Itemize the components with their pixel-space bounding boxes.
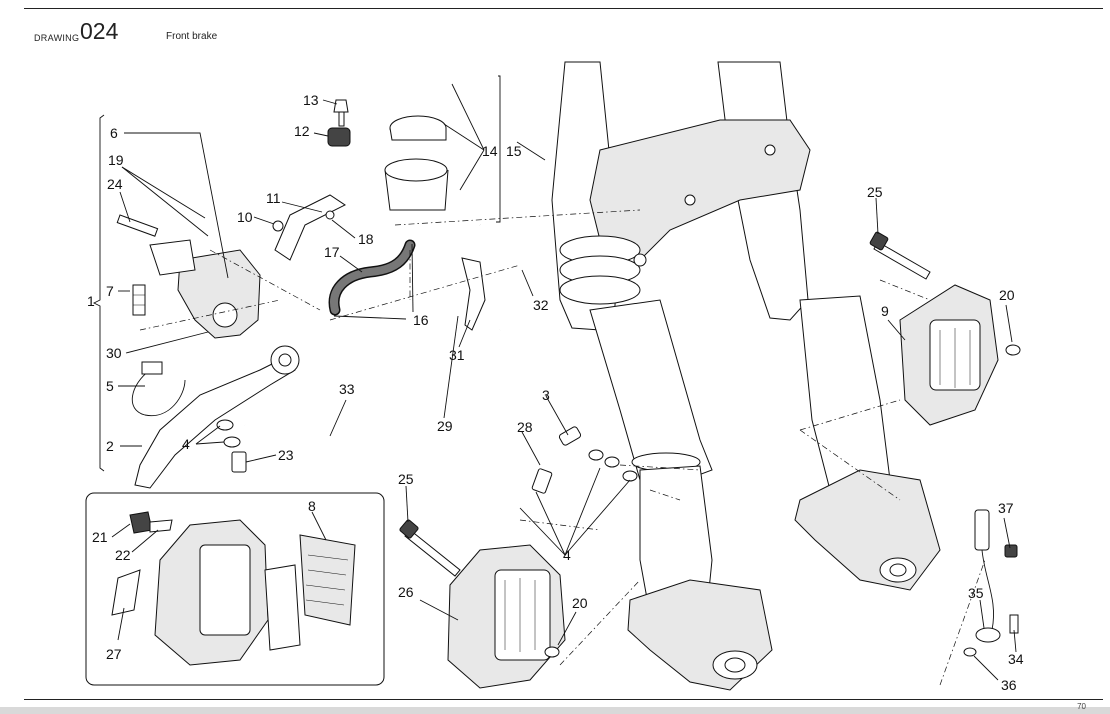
leader-lines <box>111 75 1017 681</box>
callout-24: 24 <box>107 176 123 192</box>
master-cylinder <box>149 239 261 339</box>
caliper-9 <box>899 284 999 426</box>
callout-12: 12 <box>294 123 310 139</box>
callout-5: 5 <box>106 378 114 394</box>
callout-23: 23 <box>278 447 294 463</box>
drawing-label: DRAWING <box>34 33 80 43</box>
switch-5 <box>131 361 186 417</box>
screw-23 <box>231 451 247 473</box>
callout-29: 29 <box>437 418 453 434</box>
callout-20-right: 20 <box>999 287 1015 303</box>
callout-10: 10 <box>237 209 253 225</box>
drawing-title: Front brake <box>166 31 218 42</box>
callout-31: 31 <box>449 347 465 363</box>
callout-6: 6 <box>110 125 118 141</box>
callout-17: 17 <box>324 244 340 260</box>
callout-34: 34 <box>1008 651 1024 667</box>
callout-14: 14 <box>482 143 498 159</box>
callout-4-right: 4 <box>563 547 571 563</box>
callout-16: 16 <box>413 312 429 328</box>
callout-25-right: 25 <box>867 184 883 200</box>
washers-4-left <box>216 419 241 448</box>
callouts: 1 2 3 4 4 5 6 7 8 9 10 11 12 13 14 15 16… <box>87 92 1024 693</box>
callout-30: 30 <box>106 345 122 361</box>
callout-18: 18 <box>358 231 374 247</box>
bolt-25-left <box>399 519 461 577</box>
callout-13: 13 <box>303 92 319 108</box>
assembly-lines <box>139 209 986 686</box>
cap-12-13 <box>327 99 351 147</box>
callout-8: 8 <box>308 498 316 514</box>
inset-caliper-detail <box>85 492 385 686</box>
brake-hose-29 <box>449 224 518 546</box>
drawing-number: 024 <box>80 18 119 44</box>
callout-9: 9 <box>881 303 889 319</box>
callout-27: 27 <box>106 646 122 662</box>
reservoir <box>384 115 449 211</box>
footer-band <box>0 707 1110 714</box>
reservoir-hose-17 <box>328 239 416 316</box>
callout-3: 3 <box>542 387 550 403</box>
bolt-24 <box>116 214 159 237</box>
callout-35: 35 <box>968 585 984 601</box>
callout-32: 32 <box>533 297 549 313</box>
caliper-26 <box>447 544 566 689</box>
callout-26: 26 <box>398 584 414 600</box>
callout-19: 19 <box>108 152 124 168</box>
sensor-35-37 <box>963 509 1019 657</box>
brake-hose-right <box>499 325 601 441</box>
brake-lever <box>134 345 300 489</box>
page-number: 70 <box>1077 702 1086 711</box>
brake-hose-33 <box>244 214 481 460</box>
callout-1: 1 <box>87 293 95 309</box>
bracket-1 <box>92 114 105 472</box>
callout-15: 15 <box>506 143 522 159</box>
callout-20-bottom: 20 <box>572 595 588 611</box>
steering-head-bracket <box>559 119 811 305</box>
header-rule <box>24 8 1103 9</box>
hose-bracket-31 <box>461 257 486 331</box>
callout-28: 28 <box>517 419 533 435</box>
spring-7 <box>132 284 146 316</box>
footer-rule <box>24 699 1103 700</box>
callout-2: 2 <box>106 438 114 454</box>
callout-37: 37 <box>998 500 1014 516</box>
washer-20 <box>544 344 1021 658</box>
callout-25-left: 25 <box>398 471 414 487</box>
callout-36: 36 <box>1001 677 1017 693</box>
callout-7: 7 <box>106 283 114 299</box>
callout-33: 33 <box>339 381 355 397</box>
bolt-25-right <box>869 231 931 280</box>
callout-4-left: 4 <box>182 436 190 452</box>
banjo-fittings <box>531 426 638 494</box>
bracket-11 <box>272 194 346 261</box>
callout-11: 11 <box>266 190 281 206</box>
callout-22: 22 <box>115 547 131 563</box>
callout-21: 21 <box>92 529 108 545</box>
